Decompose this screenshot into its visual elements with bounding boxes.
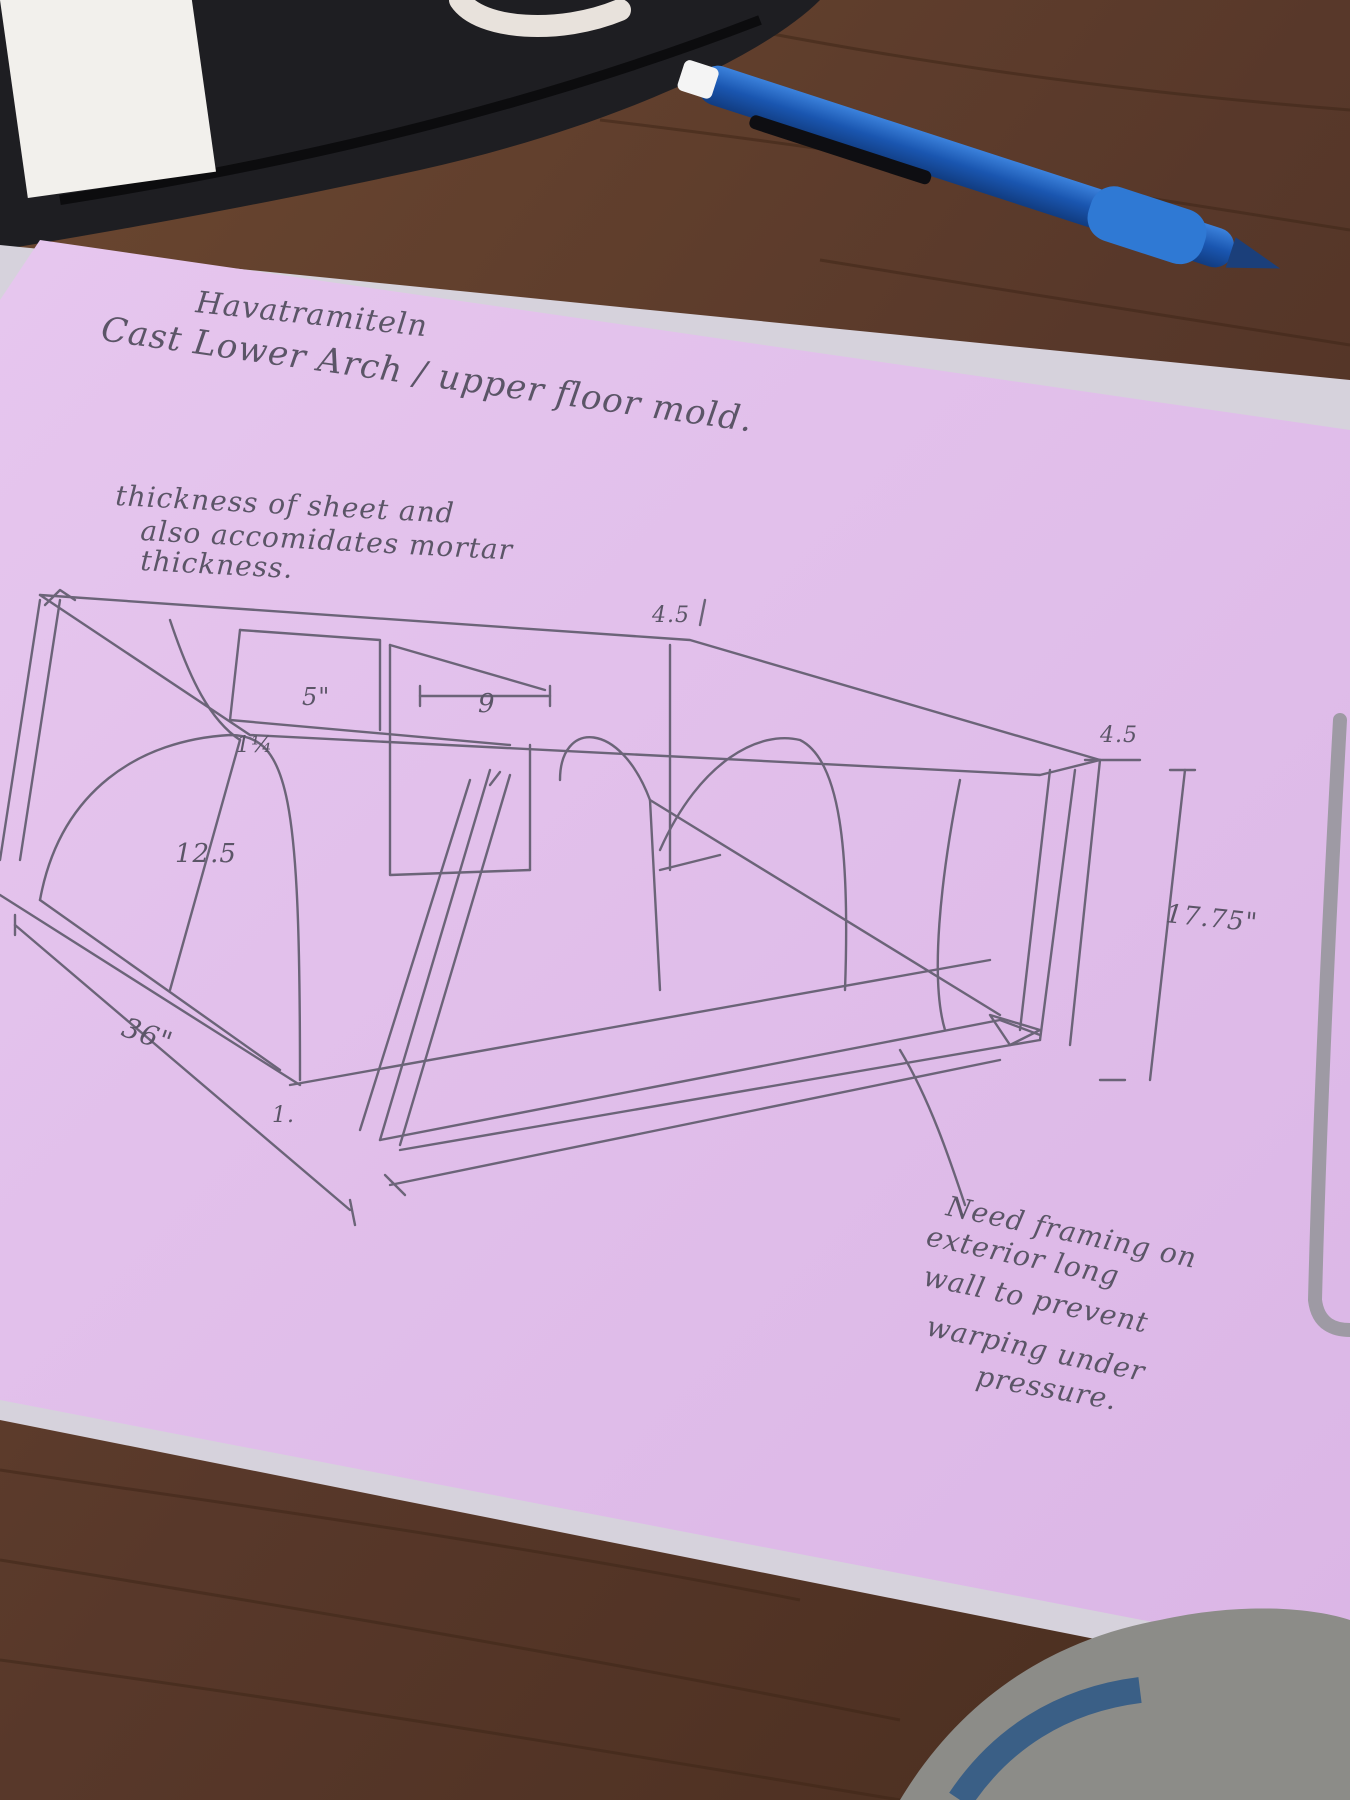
paper-sheet xyxy=(0,240,1350,1660)
dim-4-5-right: 4.5 xyxy=(1099,723,1138,748)
pencil xyxy=(677,60,1281,269)
dim-12-5: 12.5 xyxy=(175,839,237,869)
dim-5-inch: 5" xyxy=(302,683,330,711)
booklet-corner xyxy=(0,0,216,199)
note-top-3: thickness. xyxy=(140,544,295,585)
sketch-drawing xyxy=(0,588,1197,1227)
bag-zipper xyxy=(59,15,762,205)
clipboard-clip xyxy=(1307,713,1350,1337)
dim-1: 1. xyxy=(272,1103,295,1128)
dim-1-25: 1¼ xyxy=(236,733,273,758)
dim-4-5-top: 4.5 xyxy=(651,603,690,628)
bag-handle xyxy=(449,0,631,38)
dim-9: 9 xyxy=(478,689,496,719)
